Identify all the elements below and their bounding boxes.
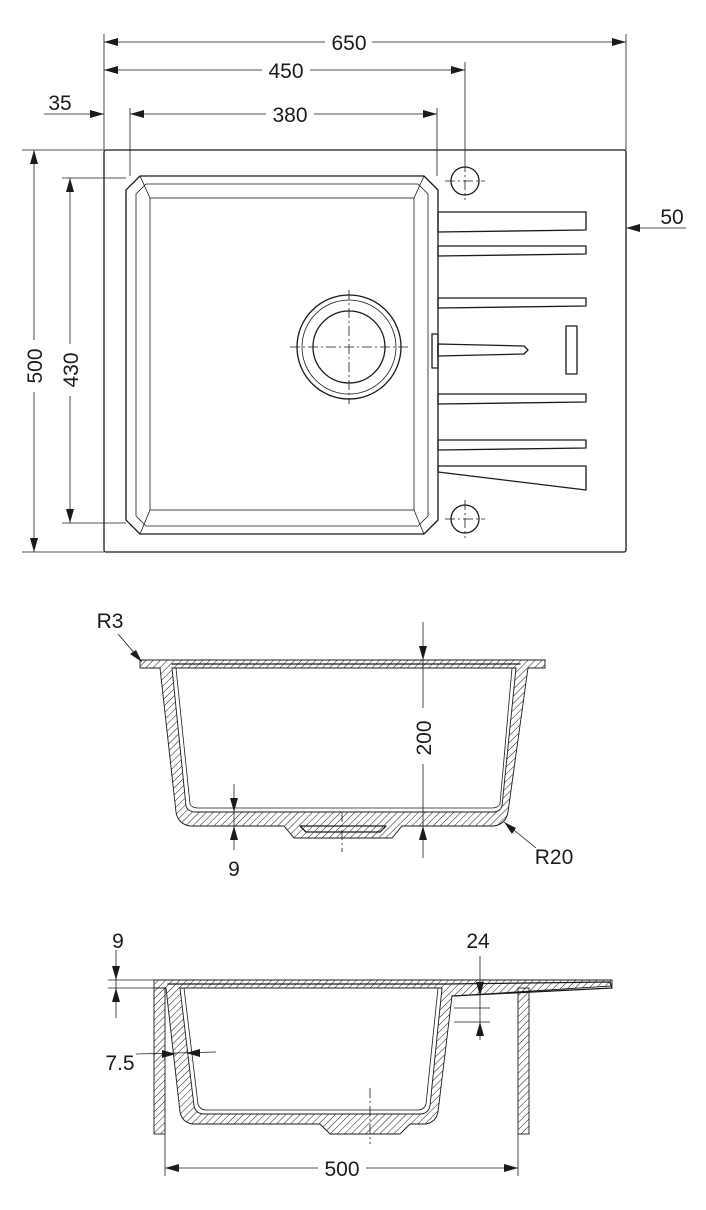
dim-500-vertical: 500 xyxy=(24,150,47,552)
cabinet-wall-right xyxy=(517,987,530,1135)
dim-r20: R20 xyxy=(503,821,574,869)
dim-24-label: 24 xyxy=(466,930,490,953)
top-extension-lines xyxy=(22,34,627,553)
side-section-body xyxy=(153,979,613,1135)
side-section-view: 9 24 7.5 500 xyxy=(105,930,613,1181)
dim-500-vertical-label: 500 xyxy=(24,348,47,383)
top-view: 650 450 380 35 50 xyxy=(22,32,686,553)
dim-500-horizontal-label: 500 xyxy=(324,1158,359,1181)
dim-380-label: 380 xyxy=(272,104,307,127)
dim-r3: R3 xyxy=(97,610,143,663)
front-section-view: R3 200 9 R20 xyxy=(97,610,574,881)
dim-9-rim-label: 9 xyxy=(112,930,124,953)
tap-hole-bottom xyxy=(445,500,485,538)
dim-380: 380 xyxy=(130,104,437,127)
dim-650-label: 650 xyxy=(331,32,366,55)
dim-500-horizontal: 500 xyxy=(164,1134,519,1181)
dim-200: 200 xyxy=(413,622,436,858)
dim-450-label: 450 xyxy=(268,60,303,83)
front-section-body xyxy=(139,659,546,839)
dim-7-5: 7.5 xyxy=(105,1049,217,1075)
dim-9-bottom-label: 9 xyxy=(228,858,240,881)
dim-r3-label: R3 xyxy=(97,610,124,633)
dim-650: 650 xyxy=(104,32,626,55)
drainer-ribs xyxy=(431,211,587,491)
sink-outline xyxy=(103,149,627,553)
overflow-slot xyxy=(565,325,578,375)
dim-24: 24 xyxy=(454,930,490,1040)
dim-200-label: 200 xyxy=(413,720,436,755)
dim-35: 35 xyxy=(44,92,104,118)
dim-9-bottom: 9 xyxy=(228,784,240,881)
bowl-inner xyxy=(149,197,415,511)
dim-450: 450 xyxy=(104,60,465,83)
tap-hole-top xyxy=(445,162,485,200)
bowl-rim xyxy=(125,175,439,535)
cabinet-wall-left xyxy=(153,987,166,1135)
drain xyxy=(290,290,410,404)
dim-430-vertical: 430 xyxy=(60,178,83,523)
dim-7-5-label: 7.5 xyxy=(105,1052,134,1075)
dim-9-rim: 9 xyxy=(108,930,154,1018)
dim-430-vertical-label: 430 xyxy=(60,352,83,387)
dim-50-label: 50 xyxy=(660,206,683,229)
bowl-mid xyxy=(135,183,429,527)
dim-35-label: 35 xyxy=(48,92,71,115)
dim-r20-label: R20 xyxy=(535,846,574,869)
dim-50: 50 xyxy=(626,206,686,232)
